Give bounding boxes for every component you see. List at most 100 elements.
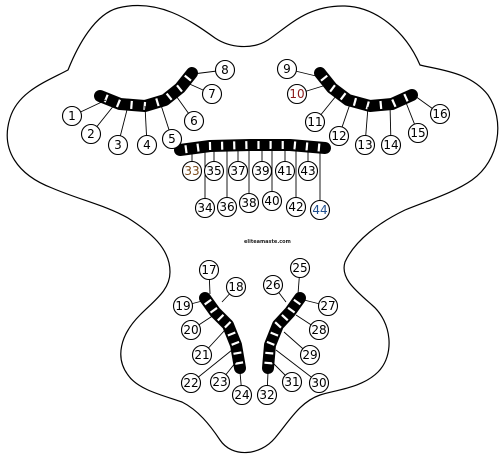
callout-26: 26 bbox=[264, 276, 287, 303]
callout-label: 13 bbox=[357, 138, 372, 152]
callout-label: 11 bbox=[307, 115, 322, 129]
watermark: eliteamaste.com bbox=[244, 239, 291, 245]
callout-10: 10 bbox=[288, 85, 324, 104]
callout-label: 40 bbox=[264, 194, 279, 208]
callout-11: 11 bbox=[306, 96, 337, 132]
callout-label: 4 bbox=[143, 138, 151, 152]
callout-32: 32 bbox=[258, 372, 277, 405]
callout-2: 2 bbox=[82, 104, 116, 144]
callout-12: 12 bbox=[330, 104, 351, 146]
callout-label: 2 bbox=[87, 127, 95, 141]
callout-label: 3 bbox=[114, 138, 122, 152]
callout-label: 35 bbox=[206, 164, 221, 178]
upper-right-arch-band bbox=[320, 73, 412, 106]
callout-9: 9 bbox=[278, 60, 317, 79]
callout-16: 16 bbox=[415, 96, 450, 124]
callout-44: 44 bbox=[311, 152, 330, 220]
callout-24: 24 bbox=[233, 372, 252, 405]
callout-15: 15 bbox=[405, 100, 428, 143]
callout-label: 32 bbox=[259, 388, 274, 402]
upper-left-arch bbox=[100, 73, 192, 110]
tooth-segment bbox=[264, 363, 272, 364]
tooth-segment bbox=[235, 362, 243, 363]
callout-label: 27 bbox=[320, 299, 335, 313]
callout-35: 35 bbox=[205, 150, 224, 181]
callout-label: 20 bbox=[183, 323, 198, 337]
callout-20: 20 bbox=[182, 315, 215, 340]
tooth-segment bbox=[307, 142, 308, 150]
callout-label: 39 bbox=[254, 164, 269, 178]
center-bar-band bbox=[180, 145, 325, 150]
callout-label: 22 bbox=[183, 376, 198, 390]
callout-label: 10 bbox=[289, 87, 304, 101]
callout-41: 41 bbox=[276, 148, 295, 181]
callout-label: 14 bbox=[383, 138, 398, 152]
tooth-segment bbox=[319, 143, 320, 151]
tooth-segment bbox=[380, 101, 381, 109]
callout-label: 29 bbox=[302, 348, 317, 362]
callout-label: 41 bbox=[277, 164, 292, 178]
tooth-segment bbox=[265, 353, 273, 354]
callout-label: 44 bbox=[312, 203, 327, 217]
callout-label: 17 bbox=[201, 263, 216, 277]
callout-label: 15 bbox=[410, 126, 425, 140]
center-bar bbox=[180, 141, 325, 153]
callout-37: 37 bbox=[229, 148, 248, 181]
callout-label: 23 bbox=[212, 375, 227, 389]
callout-label: 24 bbox=[234, 388, 249, 402]
callout-7: 7 bbox=[185, 82, 222, 104]
callout-3: 3 bbox=[109, 106, 129, 155]
callout-17: 17 bbox=[200, 261, 219, 295]
callout-label: 21 bbox=[194, 348, 209, 362]
callout-39: 39 bbox=[253, 148, 272, 181]
callout-27: 27 bbox=[304, 297, 338, 316]
callout-label: 9 bbox=[283, 62, 291, 76]
lower-right-arch bbox=[264, 298, 300, 368]
tooth-segment bbox=[197, 144, 198, 152]
callout-label: 33 bbox=[184, 164, 199, 178]
callout-14: 14 bbox=[382, 105, 401, 155]
callout-label: 34 bbox=[197, 201, 212, 215]
callout-23: 23 bbox=[211, 362, 237, 392]
callout-label: 30 bbox=[311, 376, 326, 390]
tooth-segment bbox=[131, 101, 132, 109]
callout-label: 12 bbox=[331, 129, 346, 143]
callout-label: 31 bbox=[284, 375, 299, 389]
callout-label: 43 bbox=[300, 164, 315, 178]
callout-13: 13 bbox=[356, 107, 375, 155]
upper-left-arch-band bbox=[100, 73, 192, 106]
tooth-segment bbox=[294, 141, 295, 149]
callout-label: 28 bbox=[311, 323, 326, 337]
callout-label: 36 bbox=[219, 200, 234, 214]
tooth-segment bbox=[185, 145, 186, 153]
callout-4: 4 bbox=[138, 106, 157, 155]
callout-label: 16 bbox=[432, 107, 447, 121]
callout-6: 6 bbox=[174, 93, 204, 131]
callout-5: 5 bbox=[160, 102, 182, 149]
callout-label: 37 bbox=[230, 164, 245, 178]
callout-label: 8 bbox=[221, 63, 229, 77]
callout-label: 5 bbox=[168, 132, 176, 146]
callout-label: 18 bbox=[228, 280, 243, 294]
callout-label: 25 bbox=[292, 261, 307, 275]
callout-38: 38 bbox=[240, 148, 259, 213]
callout-label: 6 bbox=[190, 114, 198, 128]
head-outline bbox=[7, 5, 498, 452]
callout-42: 42 bbox=[287, 148, 306, 217]
callout-28: 28 bbox=[296, 315, 329, 340]
callout-25: 25 bbox=[291, 259, 310, 295]
tooth-segment bbox=[233, 352, 241, 353]
callout-label: 19 bbox=[175, 299, 190, 313]
upper-right-arch bbox=[320, 73, 412, 109]
callout-43: 43 bbox=[299, 150, 318, 181]
callout-label: 42 bbox=[288, 200, 303, 214]
callout-label: 7 bbox=[208, 87, 216, 101]
callout-label: 26 bbox=[265, 278, 280, 292]
callout-1: 1 bbox=[63, 100, 107, 126]
callout-label: 1 bbox=[68, 109, 76, 123]
callout-label: 38 bbox=[241, 196, 256, 210]
callout-36: 36 bbox=[218, 150, 237, 217]
callout-8: 8 bbox=[193, 61, 235, 80]
